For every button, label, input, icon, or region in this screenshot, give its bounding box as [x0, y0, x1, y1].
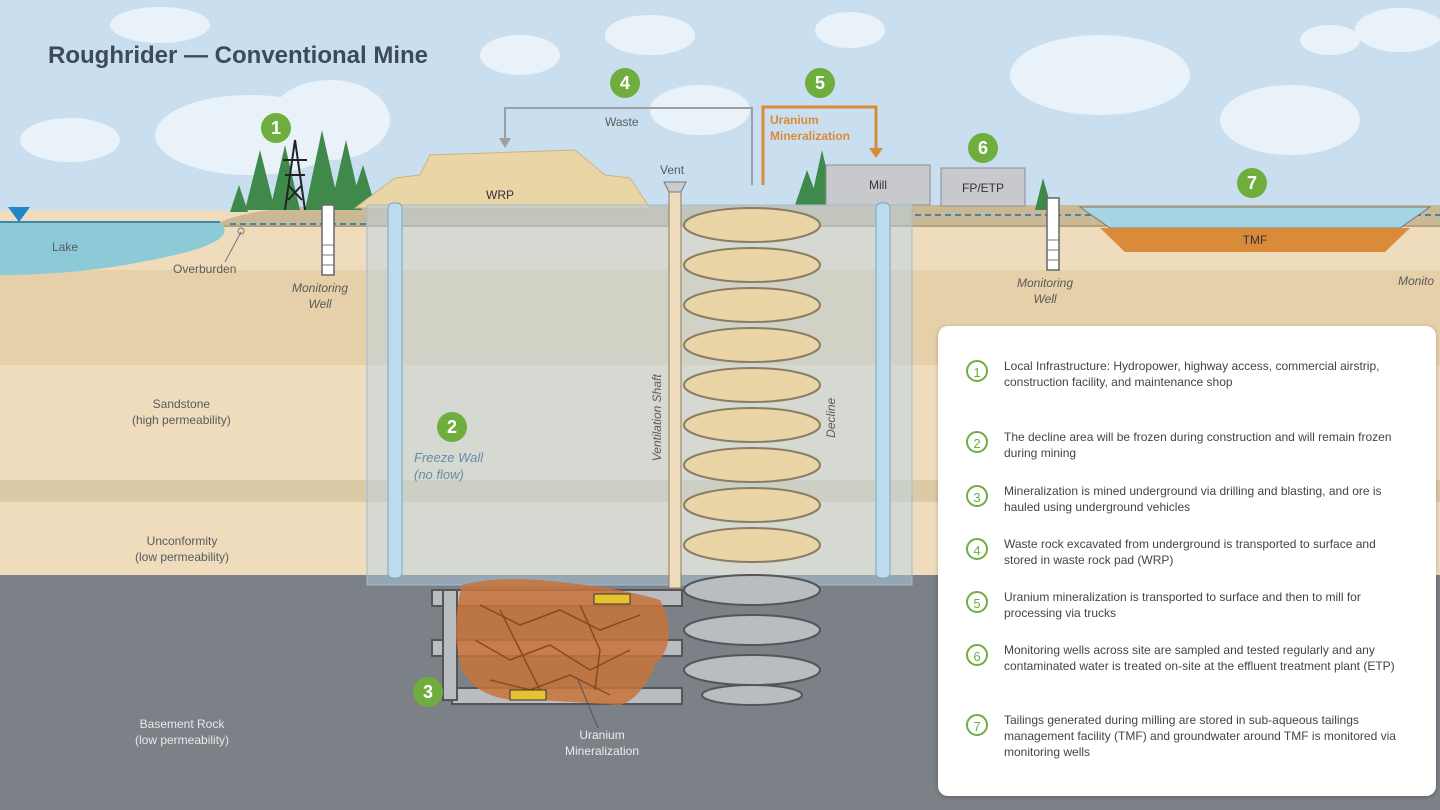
legend-text: Uranium mineralization is transported to… [1004, 590, 1361, 621]
tmf-water [1078, 206, 1432, 229]
decline-label: Decline [824, 397, 839, 438]
lake-label: Lake [52, 240, 79, 254]
haul-truck-icon [509, 593, 631, 701]
legend-text: Waste rock excavated from underground is… [1004, 537, 1376, 568]
badge-3: 3 [413, 677, 443, 707]
legend-number: 6 [966, 644, 988, 666]
waste-label: Waste [605, 115, 639, 129]
basement-label: Basement Rock (low permeability) [135, 717, 230, 747]
mill-building [825, 164, 931, 206]
uranium-mineralization-bottom-label: Uranium Mineralization [565, 728, 640, 758]
waste-arrow [504, 107, 753, 185]
legend-number: 2 [966, 431, 988, 453]
water-level-icon [8, 207, 30, 222]
monitoring-well-label-right: Monitoring Well [1017, 276, 1074, 306]
legend-text: Tailings generated during milling are st… [1004, 713, 1396, 760]
freeze-wall-zone [366, 204, 913, 586]
unconformity-label: Unconformity (low permeability) [135, 534, 230, 564]
badge-4: 4 [610, 68, 640, 98]
mill-label: Mill [869, 178, 887, 192]
legend-number: 7 [966, 714, 988, 736]
freeze-pipe-left [387, 202, 403, 579]
badge-2: 2 [437, 412, 467, 442]
fp-etp-building [940, 167, 1026, 207]
legend-number: 1 [966, 360, 988, 382]
uranium-mineralization-top-label: Uranium Mineralization [770, 113, 851, 143]
monitoring-well-label-left: Monitoring Well [292, 281, 349, 311]
decline-spiral [683, 207, 821, 563]
ventilation-shaft-label: Ventilation Shaft [650, 374, 665, 462]
badge-5: 5 [805, 68, 835, 98]
lake [0, 222, 225, 275]
legend-number: 4 [966, 538, 988, 560]
freeze-wall-label: Freeze Wall (no flow) [414, 450, 484, 482]
freeze-pipe-right [875, 202, 891, 579]
monitoring-well-label-edge: Monito [1398, 274, 1435, 288]
wrp-pile [353, 149, 651, 209]
power-tower-icon [283, 139, 307, 211]
uranium-arrow [761, 105, 878, 185]
monitoring-well-icon [321, 197, 1060, 276]
clouds [20, 7, 1440, 175]
legend-number: 3 [966, 485, 988, 507]
sandstone-label: Sandstone (high permeability) [132, 397, 231, 427]
badge-6: 6 [968, 133, 998, 163]
tree-icon [230, 130, 375, 212]
legend-number: 5 [966, 591, 988, 613]
tmf-basin [1100, 228, 1410, 252]
legend-text: Monitoring wells across site are sampled… [1004, 643, 1395, 674]
legend-panel: 1 Local Infrastructure: Hydropower, high… [938, 326, 1436, 796]
orebody [456, 579, 669, 705]
tmf-label: TMF [1242, 233, 1268, 247]
ventilation-shaft [668, 187, 682, 589]
vent-label: Vent [660, 163, 685, 177]
badge-7: 7 [1237, 168, 1267, 198]
legend-text: Mineralization is mined underground via … [1004, 484, 1382, 515]
overburden-label: Overburden [173, 262, 237, 276]
fp-etp-label: FP/ETP [961, 181, 1004, 195]
legend-text: The decline area will be frozen during c… [1004, 430, 1392, 461]
decline-spiral-lower [683, 574, 821, 706]
badge-1: 1 [261, 113, 291, 143]
wrp-label: WRP [486, 188, 514, 202]
page-title: Roughrider — Conventional Mine [48, 42, 429, 69]
legend-text: Local Infrastructure: Hydropower, highwa… [1004, 359, 1380, 390]
